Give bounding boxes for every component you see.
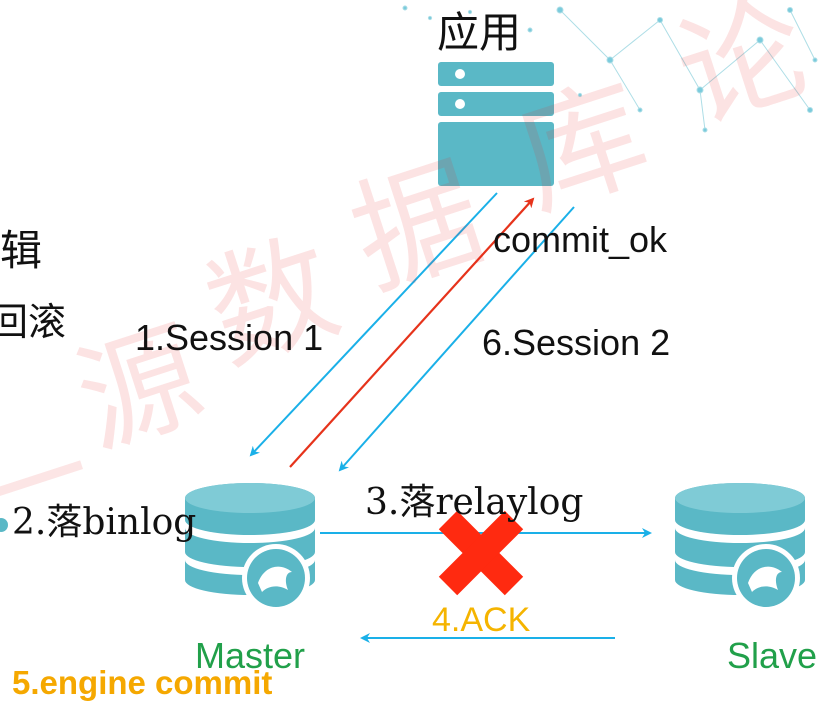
x-mark-icon [438, 510, 524, 596]
commit-ok-label: commit_ok [493, 219, 668, 260]
binlog-label: 2.落binlog [12, 502, 197, 543]
relaylog-label: 3.落relaylog [365, 482, 584, 523]
master-database-icon [185, 483, 315, 612]
left-bullet [0, 518, 8, 532]
session2-label: 6.Session 2 [482, 322, 671, 363]
commit-ok-arrow [289, 197, 535, 468]
session1-arrow [249, 192, 498, 457]
slave-database-icon [675, 483, 805, 612]
ack-label: 4.ACK [432, 601, 531, 639]
engine-commit-label: 5.engine commit [12, 664, 273, 701]
left-partial-line1: 辑 [0, 226, 43, 275]
slave-label: Slave [727, 635, 818, 676]
server-icon [438, 62, 554, 186]
session2-arrow [338, 206, 575, 472]
left-partial-line2: 回滚 [0, 300, 67, 344]
master-label: Master [195, 635, 306, 676]
session1-label: 1.Session 1 [135, 317, 324, 358]
decorative-network [402, 5, 818, 133]
app-label: 应用 [437, 8, 522, 57]
